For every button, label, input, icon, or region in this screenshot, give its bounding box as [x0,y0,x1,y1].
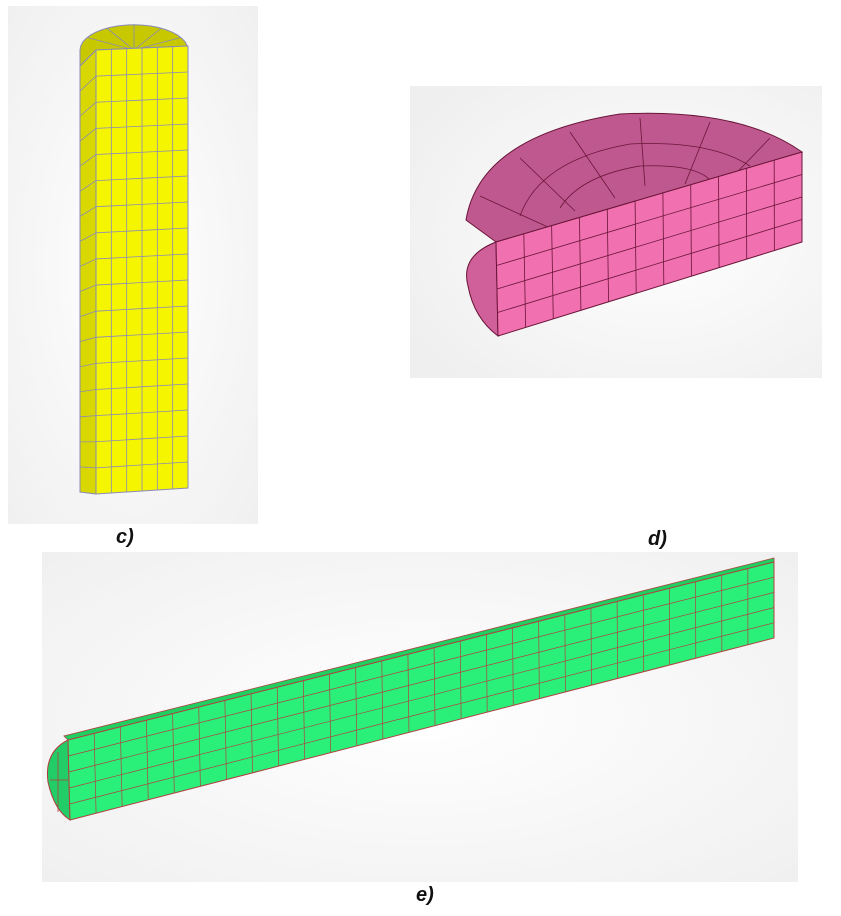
mesh-d-top-radial [569,131,616,199]
mesh-d-top-ring [559,165,711,209]
mesh-c-side-grid-line [79,258,97,267]
mesh-d-curved-face [466,241,499,338]
mesh-c-side-grid-line [79,154,97,167]
mesh-c-side-grid-line [79,180,97,192]
mesh-c-side-grid-line [79,75,97,92]
mesh-c-yellow-half-cylinder [8,6,258,524]
mesh-e-col-line [538,621,540,699]
mesh-e-col-line [381,660,384,740]
mesh-e-col-line [459,641,462,719]
mesh-e-col-line [590,608,592,686]
mesh-d-pink-half-cylinder [410,86,822,378]
mesh-e-col-line [433,647,436,726]
mesh-d-row-line [496,174,803,266]
mesh-e-row-line [68,592,775,773]
mesh-d-top-radial [684,121,711,185]
mesh-d-col-line [606,209,609,302]
mesh-e-row-line [69,622,775,805]
mesh-e-row-line [68,576,775,757]
mesh-c-side-grid-line [79,310,97,317]
mesh-d-top-radial [519,157,576,212]
mesh-c-side-grid-line [79,336,97,343]
mesh-c-top-line [87,37,135,51]
mesh-d-col-line [523,233,527,328]
caption-e: e) [416,884,434,906]
mesh-d-col-line [551,225,554,319]
mesh-d-top-radial [639,117,646,187]
mesh-d-top-face [465,112,804,243]
mesh-e-col-line [302,680,306,760]
mesh-panel-c [8,6,258,524]
mesh-e-col-line [119,726,123,807]
mesh-e-col-line [512,627,514,706]
mesh-c-side-grid-line [79,232,97,242]
mesh-e-col-line [276,687,279,767]
caption-d: d) [648,528,667,550]
caption-c: c) [116,526,134,548]
mesh-panel-e [42,552,798,882]
mesh-c-side-grid-line [79,101,97,117]
mesh-e-col-line [93,733,97,814]
mesh-d-row-line [496,196,803,290]
mesh-e-col-line [224,700,227,780]
mesh-e-col-line [564,614,566,692]
mesh-e-col-line [146,720,149,800]
mesh-e-col-line [355,667,358,746]
mesh-d-col-line [718,176,720,268]
mesh-d-col-line [662,192,665,285]
mesh-e-col-line [486,634,488,713]
mesh-panel-d [410,86,822,378]
mesh-d-top-ring [519,143,751,217]
mesh-e-col-line [407,654,410,733]
mesh-c-top-line [106,28,135,51]
mesh-e-row-line [69,607,775,789]
mesh-c-side-grid-line [79,284,97,292]
mesh-e-col-line [250,693,253,773]
mesh-c-side-grid-line [79,363,97,368]
mesh-d-col-line [579,217,582,311]
mesh-d-row-line [497,219,803,313]
mesh-d-top-radial [479,195,551,229]
mesh-c-top-line [133,28,162,51]
mesh-c-side-face [79,48,97,495]
mesh-d-col-line [634,201,637,294]
mesh-c-side-grid-line [79,128,97,142]
mesh-c-side-grid-line [79,466,97,469]
mesh-e-col-line [172,713,175,794]
mesh-e-col-line [198,707,201,787]
mesh-d-col-line [690,184,692,277]
mesh-c-side-grid-line [79,389,97,393]
mesh-e-green-beam [42,552,798,882]
mesh-e-front-face [67,561,775,821]
mesh-e-col-line [329,674,332,753]
mesh-c-side-grid-line [79,415,97,418]
mesh-c-side-grid-line [79,206,97,217]
